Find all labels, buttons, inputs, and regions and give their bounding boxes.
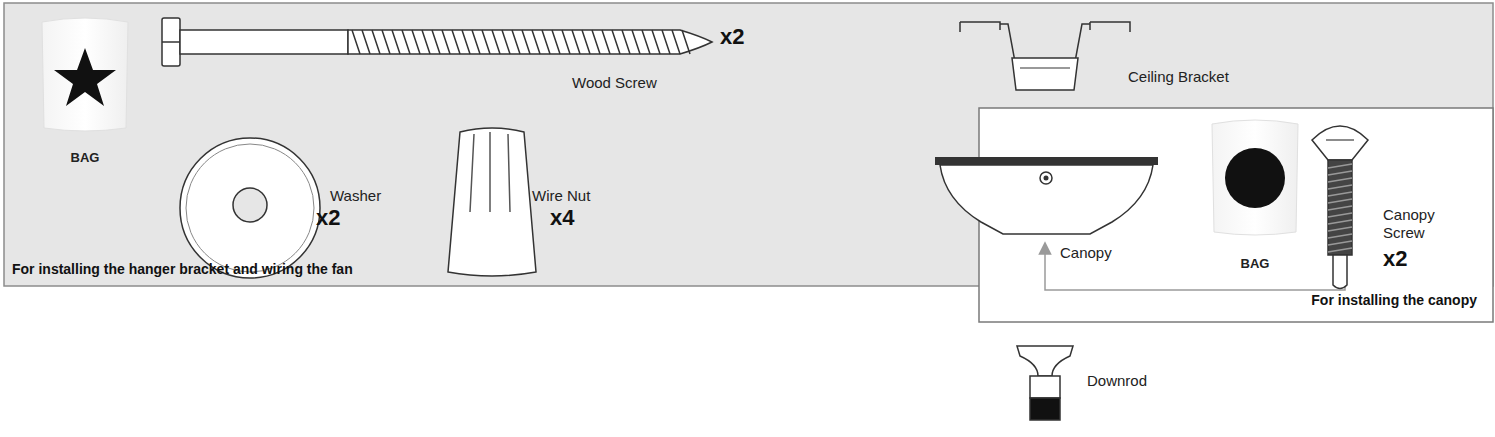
part-name: Wood Screw (572, 74, 657, 92)
panel-caption: For installing the canopy (1311, 292, 1477, 308)
panel-box: For installing the hanger bracket and wi… (4, 3, 1493, 286)
panel-caption: For installing the hanger bracket and wi… (12, 261, 353, 277)
part-name: Wire Nut (532, 187, 590, 205)
bag-label: BAG (1241, 256, 1270, 272)
part-name: Canopy (1060, 244, 1112, 262)
wood-screw (162, 18, 712, 66)
part-name: Ceiling Bracket (1128, 68, 1229, 86)
part-name: Canopy Screw (1383, 206, 1445, 242)
wire-nut (448, 128, 536, 276)
washer (180, 138, 320, 278)
quantity: x2 (1383, 246, 1407, 272)
downrod (1017, 346, 1073, 420)
bag-dot (1212, 120, 1298, 235)
canopy-screw (1312, 126, 1368, 289)
quantity: x2 (720, 24, 744, 50)
ceiling-bracket (960, 22, 1130, 90)
bag-star (42, 18, 128, 131)
quantity: x2 (316, 205, 340, 231)
bag-label: BAG (71, 150, 100, 166)
quantity: x4 (550, 205, 574, 231)
part-name: Washer (330, 187, 381, 205)
part-name: Downrod (1087, 372, 1147, 390)
